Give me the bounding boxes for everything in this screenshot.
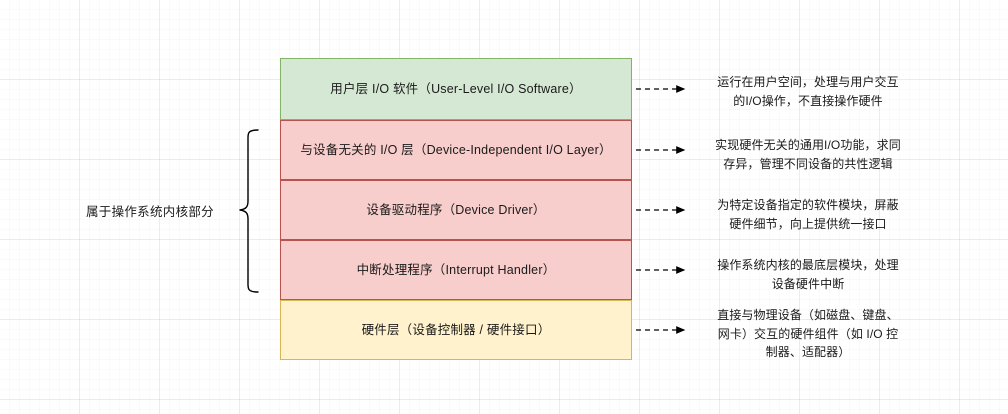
annotation-line: 的I/O操作，不直接操作硬件: [733, 93, 883, 108]
kernel-group-caption: 属于操作系统内核部分: [85, 205, 214, 219]
annotation-user-level-io: 运行在用户空间，处理与用户交互 的I/O操作，不直接操作硬件: [692, 73, 924, 110]
annotation-line: 操作系统内核的最底层模块，处理: [717, 258, 899, 272]
annotation-line: 为特定设备指定的软件模块，屏蔽: [717, 198, 899, 212]
annotation-line: 制器、适配器）: [765, 345, 851, 360]
annotation-line: 运行在用户空间，处理与用户交互: [717, 75, 899, 89]
layer-label: 用户层 I/O 软件（User-Level I/O Software）: [330, 81, 582, 96]
annotation-interrupt-handler: 操作系统内核的最底层模块，处理 设备硬件中断: [692, 256, 924, 293]
layer-box-user-level-io[interactable]: 用户层 I/O 软件（User-Level I/O Software）: [280, 58, 632, 120]
annotation-line: 网卡）交互的硬件组件（如 I/O 控: [717, 326, 899, 341]
annotation-line: 实现硬件无关的通用I/O功能，求同: [715, 138, 901, 152]
annotation-device-independent-io: 实现硬件无关的通用I/O功能，求同 存异，管理不同设备的共性逻辑: [692, 136, 924, 173]
layer-label: 设备驱动程序（Device Driver）: [366, 202, 546, 217]
layer-label: 硬件层（设备控制器 / 硬件接口）: [361, 322, 551, 337]
annotation-line: 设备硬件中断: [771, 276, 845, 291]
annotation-line: 硬件细节，向上提供统一接口: [729, 216, 887, 231]
annotation-device-driver: 为特定设备指定的软件模块，屏蔽 硬件细节，向上提供统一接口: [692, 196, 924, 233]
annotation-hardware: 直接与物理设备（如磁盘、键盘、 网卡）交互的硬件组件（如 I/O 控 制器、适配…: [692, 306, 924, 362]
annotation-line: 存异，管理不同设备的共性逻辑: [723, 156, 893, 171]
layer-label: 与设备无关的 I/O 层（Device-Independent I/O Laye…: [300, 142, 612, 157]
annotation-line: 直接与物理设备（如磁盘、键盘、: [717, 308, 899, 322]
layer-box-hardware[interactable]: 硬件层（设备控制器 / 硬件接口）: [280, 300, 632, 360]
layer-box-device-independent-io[interactable]: 与设备无关的 I/O 层（Device-Independent I/O Laye…: [280, 120, 632, 180]
layer-label: 中断处理程序（Interrupt Handler）: [356, 262, 556, 277]
layer-box-device-driver[interactable]: 设备驱动程序（Device Driver）: [280, 180, 632, 240]
kernel-group-brace: [239, 129, 259, 293]
layer-box-interrupt-handler[interactable]: 中断处理程序（Interrupt Handler）: [280, 240, 632, 300]
